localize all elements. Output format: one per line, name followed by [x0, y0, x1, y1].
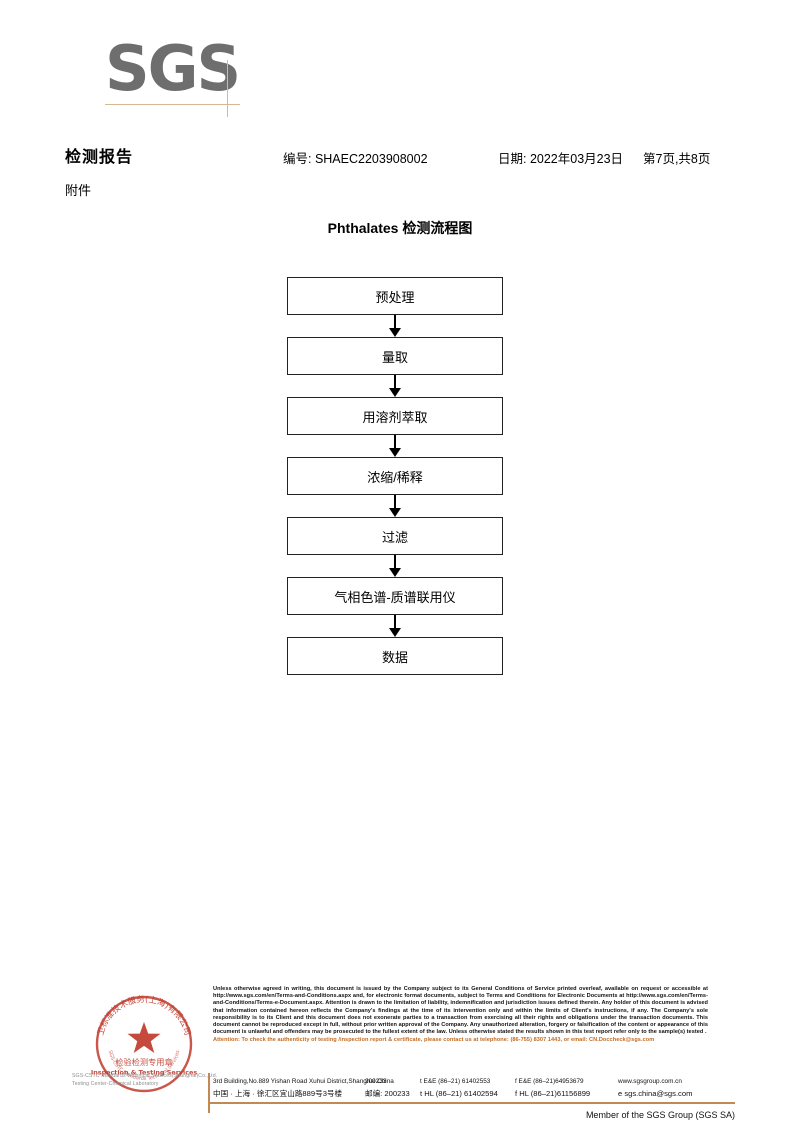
telephone-ee: t E&E (86–21) 61402553 [420, 1078, 491, 1085]
telephone-hl: t HL (86–21) 61402594 [420, 1089, 498, 1098]
flow-step-concentrate-dilute: 浓缩/稀释 [287, 457, 503, 495]
flow-arrow-2 [287, 375, 503, 397]
website: www.sgsgroup.com.cn [618, 1078, 682, 1085]
member-statement: Member of the SGS Group (SGS SA) [585, 1110, 735, 1120]
flow-step-solvent-extraction: 用溶剂萃取 [287, 397, 503, 435]
svg-text:检验检测专用章: 检验检测专用章 [115, 1057, 172, 1067]
address-en-zip: 200233 [365, 1078, 387, 1085]
official-seal-stamp: 卫标准技术服务(上海)有限公司 检验检测专用章 Inspection & Tes… [88, 988, 200, 1100]
footer-horizontal-divider [208, 1102, 735, 1104]
flow-step-gcms: 气相色谱-质谱联用仪 [287, 577, 503, 615]
flowchart-title: Phthalates 检测流程图 [327, 220, 473, 236]
attachment-label: 附件 [65, 183, 92, 198]
fax-hl: f HL (86–21)61156899 [515, 1089, 591, 1098]
flow-step-measure: 量取 [287, 337, 503, 375]
flow-arrow-6 [287, 615, 503, 637]
flow-step-pretreatment: 预处理 [287, 277, 503, 315]
flow-arrow-1 [287, 315, 503, 337]
flow-step-data: 数据 [287, 637, 503, 675]
address-en: 3rd Building,No.889 Yishan Road Xuhui Di… [213, 1078, 394, 1085]
report-date: 日期: 2022年03月23日 [498, 152, 624, 166]
attention-notice: Attention: To check the authenticity of … [213, 1037, 655, 1044]
flow-arrow-3 [287, 435, 503, 457]
office-address-block: 3rd Building,No.889 Yishan Road Xuhui Di… [213, 1076, 735, 1100]
legal-disclaimer: Unless otherwise agreed in writing, this… [213, 986, 708, 1045]
page-number: 第7页,共8页 [643, 152, 711, 166]
logo-horizontal-rule [105, 104, 240, 105]
fax-ee: f E&E (86–21)64953679 [515, 1078, 584, 1085]
flow-arrow-5 [287, 555, 503, 577]
flow-arrow-4 [287, 495, 503, 517]
address-cn-zip: 邮编: 200233 [365, 1089, 410, 1098]
email: e sgs.china@sgs.com [618, 1089, 693, 1098]
svg-text:Inspection & Testing Services: Inspection & Testing Services [91, 1069, 197, 1077]
seal-icon: 卫标准技术服务(上海)有限公司 检验检测专用章 Inspection & Tes… [91, 994, 197, 1093]
flowchart: 预处理 量取 用溶剂萃取 浓缩/稀释 过滤 气相色谱-质谱联用仪 数据 [287, 277, 503, 675]
sgs-logo-text: SGS [105, 32, 241, 105]
page-title: 检测报告 [65, 149, 134, 166]
seal-company-line2: Testing Center-Chemical Laboratory [72, 1081, 159, 1087]
report-number: 编号: SHAEC2203908002 [283, 152, 428, 166]
logo-vertical-rule [227, 60, 228, 117]
legal-paragraph: Unless otherwise agreed in writing, this… [213, 986, 708, 1036]
seal-company-name: SGS-CSTC Standards Technical Services(Sh… [72, 1072, 232, 1088]
footer-vertical-divider [208, 1073, 210, 1113]
address-cn: 中国 · 上海 · 徐汇区宜山路889号3号楼 [213, 1089, 343, 1098]
sgs-logo: SGS [105, 38, 335, 118]
address-row-en: 3rd Building,No.889 Yishan Road Xuhui Di… [213, 1076, 735, 1088]
flow-step-filtration: 过滤 [287, 517, 503, 555]
address-row-cn: 中国 · 上海 · 徐汇区宜山路889号3号楼 邮编: 200233 t HL … [213, 1088, 735, 1100]
seal-company-line1: SGS-CSTC Standards Technical Services(Sh… [72, 1073, 218, 1079]
